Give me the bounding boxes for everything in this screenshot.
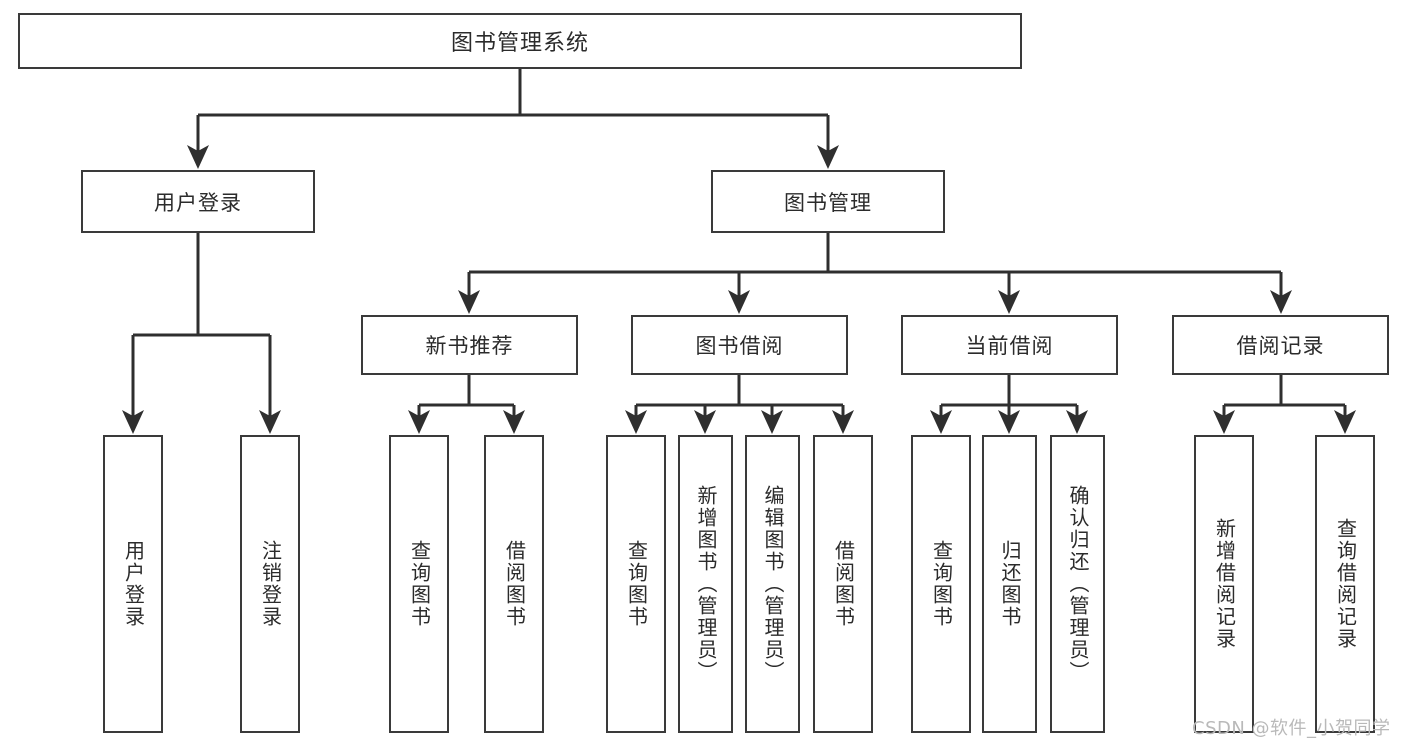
node-label: 确认归还（管理员） bbox=[1066, 485, 1090, 683]
node-label: 查询借阅记录 bbox=[1333, 518, 1358, 650]
node-label: 借阅记录 bbox=[1236, 334, 1325, 358]
node-label: 查询图书 bbox=[929, 540, 954, 628]
leaf-confirm-return-admin[interactable]: 确认归还（管理员） bbox=[1050, 435, 1105, 733]
node-label: 新增图书（管理员） bbox=[694, 485, 718, 683]
leaf-query-book-borrow[interactable]: 查询图书 bbox=[606, 435, 666, 733]
node-label: 用户登录 bbox=[121, 540, 146, 628]
leaf-add-borrow-record[interactable]: 新增借阅记录 bbox=[1194, 435, 1254, 733]
node-label: 借阅图书 bbox=[831, 540, 856, 628]
node-label: 当前借阅 bbox=[965, 334, 1054, 358]
node-label: 图书借阅 bbox=[695, 334, 784, 358]
node-label: 图书管理系统 bbox=[450, 31, 589, 56]
node-new-book-recommend[interactable]: 新书推荐 bbox=[361, 315, 578, 375]
leaf-borrow-book-borrow[interactable]: 借阅图书 bbox=[813, 435, 873, 733]
node-label: 查询图书 bbox=[407, 540, 432, 628]
leaf-query-book-recommend[interactable]: 查询图书 bbox=[389, 435, 449, 733]
leaf-query-book-current[interactable]: 查询图书 bbox=[911, 435, 971, 733]
node-label: 新增借阅记录 bbox=[1212, 518, 1237, 650]
node-label: 编辑图书（管理员） bbox=[761, 485, 785, 683]
node-label: 归还图书 bbox=[998, 540, 1022, 628]
node-label: 图书管理 bbox=[784, 190, 872, 215]
node-book-borrow[interactable]: 图书借阅 bbox=[631, 315, 848, 375]
leaf-return-book[interactable]: 归还图书 bbox=[982, 435, 1037, 733]
node-borrow-record[interactable]: 借阅记录 bbox=[1172, 315, 1389, 375]
leaf-edit-book-admin[interactable]: 编辑图书（管理员） bbox=[745, 435, 800, 733]
node-current-borrow[interactable]: 当前借阅 bbox=[901, 315, 1118, 375]
node-label: 注销登录 bbox=[258, 540, 283, 628]
leaf-borrow-book-recommend[interactable]: 借阅图书 bbox=[484, 435, 544, 733]
node-user-login[interactable]: 用户登录 bbox=[81, 170, 315, 233]
leaf-logout[interactable]: 注销登录 bbox=[240, 435, 300, 733]
node-label: 借阅图书 bbox=[502, 540, 527, 628]
leaf-query-borrow-record[interactable]: 查询借阅记录 bbox=[1315, 435, 1375, 733]
node-book-management[interactable]: 图书管理 bbox=[711, 170, 945, 233]
leaf-add-book-admin[interactable]: 新增图书（管理员） bbox=[678, 435, 733, 733]
csdn-watermark: CSDN @软件_小贺同学 bbox=[1192, 718, 1391, 739]
node-label: 查询图书 bbox=[624, 540, 649, 628]
node-label: 用户登录 bbox=[154, 190, 242, 215]
node-root-system[interactable]: 图书管理系统 bbox=[18, 13, 1022, 69]
node-label: 新书推荐 bbox=[425, 334, 514, 358]
leaf-user-login[interactable]: 用户登录 bbox=[103, 435, 163, 733]
